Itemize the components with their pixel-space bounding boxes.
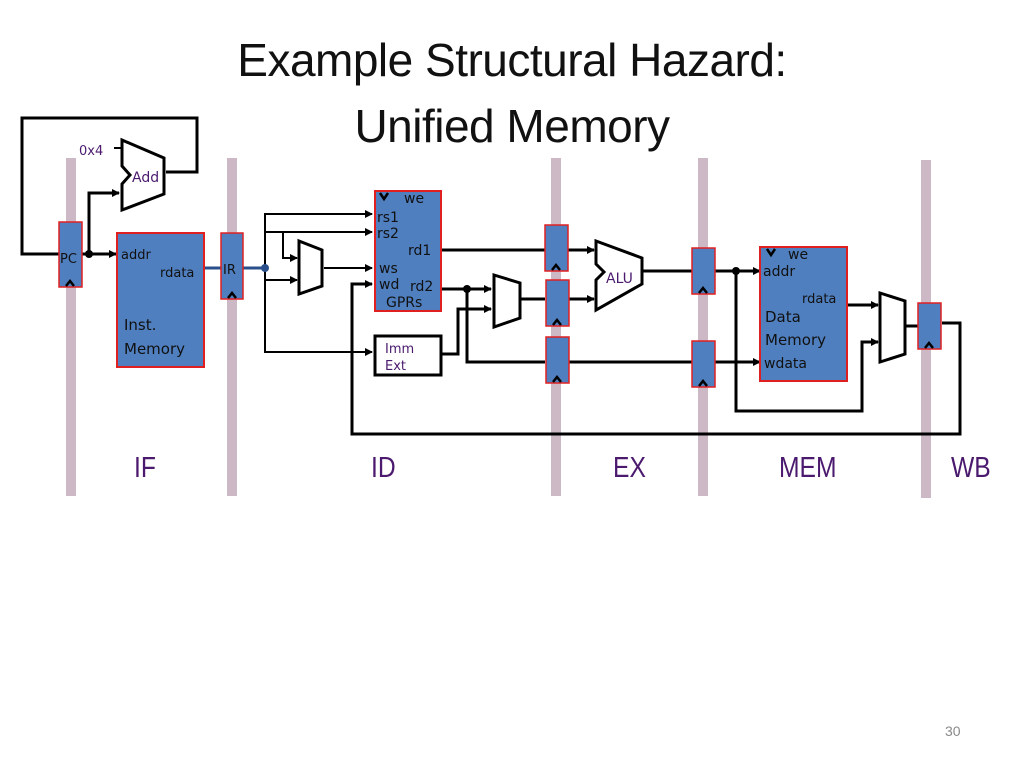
inst-mem-addr: addr: [121, 248, 151, 263]
wire-ir-to-immext: [264, 268, 373, 356]
slide-title-line2: Unified Memory: [354, 100, 670, 152]
stage-label-if: IF: [134, 452, 156, 484]
alu-shape: [594, 238, 644, 313]
pc-label: PC: [60, 252, 77, 267]
clock-icon: [698, 378, 708, 387]
inst-mem-name2: Memory: [124, 340, 185, 358]
clock-marks: [65, 192, 934, 387]
wire-rd2-down: [465, 289, 545, 364]
clock-icon: [698, 285, 708, 294]
we-mark-icon: [765, 248, 777, 258]
const-4-label: 0x4: [79, 144, 103, 159]
gprs-rs1: rs1: [377, 210, 399, 226]
stage-label-ex: EX: [613, 452, 646, 484]
mem-reg-a: [691, 247, 716, 295]
alu-label: ALU: [606, 271, 633, 287]
gprs-wd: wd: [379, 277, 399, 293]
wire-pc-to-adder: [87, 189, 120, 254]
pipeline-bar-if-id: [227, 158, 237, 496]
ir-register: [220, 232, 244, 300]
gprs-rd1: rd1: [408, 243, 431, 259]
alu-src-mux: [492, 272, 522, 330]
pipeline-bar-if: [66, 158, 76, 496]
stage-label-mem: MEM: [779, 452, 837, 484]
ir-label: IR: [223, 263, 236, 278]
gprs-block: [374, 190, 442, 312]
pipeline-registers: [58, 221, 942, 388]
stage-label-id: ID: [371, 452, 396, 484]
wires: [20, 116, 962, 436]
stage-label-wb: WB: [951, 452, 991, 484]
clock-icon: [551, 262, 561, 271]
pipeline-bar-id-ex: [551, 158, 561, 496]
adder-label: Add: [132, 170, 159, 186]
mem-reg-b: [691, 340, 716, 388]
wire-imm-to-mux: [442, 305, 492, 356]
clock-icon: [552, 374, 562, 383]
gprs-ws: ws: [379, 261, 398, 277]
inst-memory-block: [116, 232, 205, 368]
clock-icon: [65, 278, 75, 287]
data-mem-addr: addr: [763, 264, 795, 280]
clock-icon: [924, 340, 934, 349]
junction-alu-out: [732, 267, 740, 275]
data-mem-wdata: wdata: [764, 356, 807, 372]
wire-ir-to-mux-a: [282, 232, 298, 262]
imm-ext-line2: Ext: [385, 359, 406, 374]
wire-pc-next: [20, 116, 199, 256]
wb-mux: [878, 290, 907, 365]
adder-shape: [120, 137, 166, 213]
wire-ir-to-rs1: [264, 210, 373, 268]
regsel-mux: [297, 238, 324, 297]
data-memory-block: [759, 246, 848, 382]
data-mem-name2: Memory: [765, 331, 826, 349]
junction-rd2: [463, 285, 471, 293]
imm-ext-block: [373, 334, 443, 377]
wire-writeback: [350, 280, 962, 436]
page-number: 30: [945, 723, 961, 739]
junction-ir: [261, 264, 269, 272]
slide-title-line1: Example Structural Hazard:: [237, 34, 787, 86]
pipeline-bar-ex-mem: [698, 158, 708, 496]
wire-alu-bypass: [734, 271, 879, 413]
gprs-rs2: rs2: [377, 226, 399, 242]
gprs-name: GPRs: [386, 295, 422, 311]
inst-mem-name1: Inst.: [124, 316, 156, 334]
imm-ext-line1: Imm: [385, 342, 414, 357]
data-mem-rdata: rdata: [802, 292, 836, 307]
gprs-rd2: rd2: [410, 279, 433, 295]
inst-mem-rdata: rdata: [160, 266, 194, 281]
data-mem-we: we: [788, 247, 808, 263]
clock-icon: [552, 317, 562, 326]
gprs-we: we: [404, 191, 424, 207]
junctions: [85, 250, 740, 293]
pc-register: [58, 221, 83, 288]
junction-pc: [85, 250, 93, 258]
clock-icon: [227, 290, 237, 299]
data-mem-name1: Data: [765, 308, 801, 326]
ex-reg-a: [544, 224, 569, 272]
ex-reg-b: [545, 279, 570, 327]
we-mark-icon: [378, 192, 390, 202]
wb-register: [917, 302, 942, 350]
ex-reg-c: [545, 336, 570, 384]
